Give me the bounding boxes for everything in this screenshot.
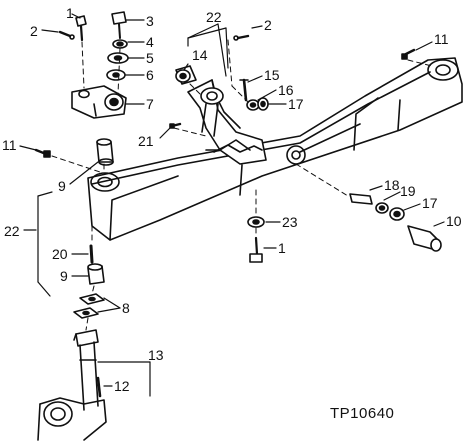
washer-5 [107,52,129,64]
roll-pin-20 [89,244,94,264]
callout-9-bottom: 9 [60,268,68,284]
callout-18: 18 [384,177,400,193]
pin-18 [349,193,373,205]
callout-9-top: 9 [58,178,66,194]
callout-10: 10 [446,213,462,229]
callout-1-bottom: 1 [278,240,286,256]
callout-2-left: 2 [30,23,38,39]
grease-fitting-2-left [58,30,75,40]
callout-8: 8 [122,300,130,316]
bolt-3 [111,11,127,39]
shims-8 [73,293,105,319]
leader-lines [19,13,445,387]
callout-23: 23 [282,214,298,230]
washer-23 [247,216,265,228]
steering-spindle-13 [37,329,107,441]
assembly-centerlines [51,39,433,331]
callout-14: 14 [192,47,208,63]
callout-labels: 1 2 3 4 5 6 7 22 14 2 15 16 17 21 11 11 … [2,5,462,422]
nut-16 [246,99,260,111]
grease-fitting-11-left [34,148,51,158]
callout-19: 19 [400,183,416,199]
center-pivot-bracket [187,79,267,165]
spacer-6 [106,69,126,81]
callout-15: 15 [264,67,280,83]
figure-id: TP10640 [330,405,394,422]
bolt-1-bottom [249,236,263,263]
callout-11-right: 11 [434,31,449,47]
bolt-1-top [75,15,87,42]
lock-washer-4 [112,39,128,49]
callout-12: 12 [114,378,130,394]
grease-fitting-21 [169,122,182,129]
bushing-9-top [96,138,114,166]
callout-7: 7 [146,96,154,112]
washer-17-right [389,207,405,221]
washer-17-top [257,97,269,111]
pin-12 [96,376,102,398]
grease-fitting-11-right [401,48,416,60]
callout-6: 6 [146,67,154,83]
clamp-block-7 [71,85,127,119]
callout-1-top: 1 [66,5,74,21]
pivot-pin-10 [407,225,442,252]
callout-22-left: 22 [4,223,20,239]
callout-21: 21 [138,133,154,149]
callout-17-right: 17 [422,195,438,211]
bushing-9-bottom [87,263,105,285]
callout-13: 13 [148,347,164,363]
callout-3: 3 [146,13,154,29]
callout-17-top: 17 [288,96,304,112]
bushing-14 [175,65,197,85]
pin-15 [239,78,249,102]
washer-19 [375,202,389,214]
callout-5: 5 [146,50,154,66]
callout-20: 20 [52,246,68,262]
callout-2-mid: 2 [264,17,272,33]
callout-4: 4 [146,34,154,50]
callout-22-top: 22 [206,9,222,25]
front-axle-beam [87,57,463,241]
callout-16: 16 [278,82,294,98]
callout-11-left: 11 [2,137,17,153]
bracket-lines [37,27,229,397]
grease-fitting-2-center [233,34,250,41]
